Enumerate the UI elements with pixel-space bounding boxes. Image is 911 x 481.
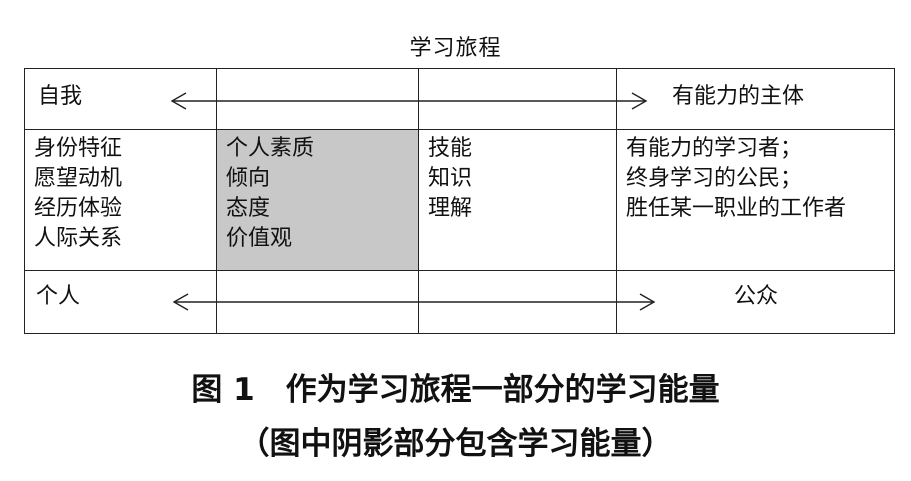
list-item: 理解	[428, 196, 473, 221]
list-item: 胜任某一职业的工作者	[626, 196, 847, 221]
list-item: 知识	[428, 166, 473, 191]
list-item: 人际关系	[34, 226, 123, 251]
arrow-head-top-right	[631, 92, 648, 110]
list-item: 经历体验	[34, 196, 123, 221]
list-item: 身份特征	[34, 136, 123, 161]
list-outcomes: 有能力的学习者； 终身学习的公民； 胜任某一职业的工作者	[626, 134, 846, 224]
learning-journey-diagram: 自我 有能力的主体 身份特征 愿望动机 经历体验 人际关系 个人素质 倾向 态度…	[24, 68, 895, 334]
label-public: 公众	[734, 284, 779, 309]
list-identity: 身份特征 愿望动机 经历体验 人际关系	[34, 134, 122, 254]
list-item: 价值观	[226, 226, 293, 251]
list-item: 有能力的学习者；	[626, 136, 803, 161]
list-dispositions: 个人素质 倾向 态度 价值观	[226, 134, 314, 254]
arrow-head-bottom-right	[639, 293, 656, 311]
label-capable-subject: 有能力的主体	[672, 84, 805, 109]
diagram-title: 学习旅程	[409, 36, 502, 61]
arrow-head-bottom-left	[172, 293, 189, 311]
list-skills: 技能 知识 理解	[428, 134, 472, 224]
arrow-head-top-left	[170, 92, 187, 110]
list-item: 终身学习的公民；	[626, 166, 803, 191]
list-item: 态度	[226, 196, 271, 221]
figure-caption: 图 1 作为学习旅程一部分的学习能量	[191, 372, 720, 408]
label-individual: 个人	[36, 284, 81, 309]
list-item: 倾向	[226, 166, 271, 191]
list-item: 个人素质	[226, 136, 315, 161]
figure-caption-note: （图中阴影部分包含学习能量）	[238, 426, 673, 462]
list-item: 技能	[428, 136, 473, 161]
list-item: 愿望动机	[34, 166, 123, 191]
label-self: 自我	[38, 84, 83, 109]
double-arrows	[170, 92, 656, 311]
